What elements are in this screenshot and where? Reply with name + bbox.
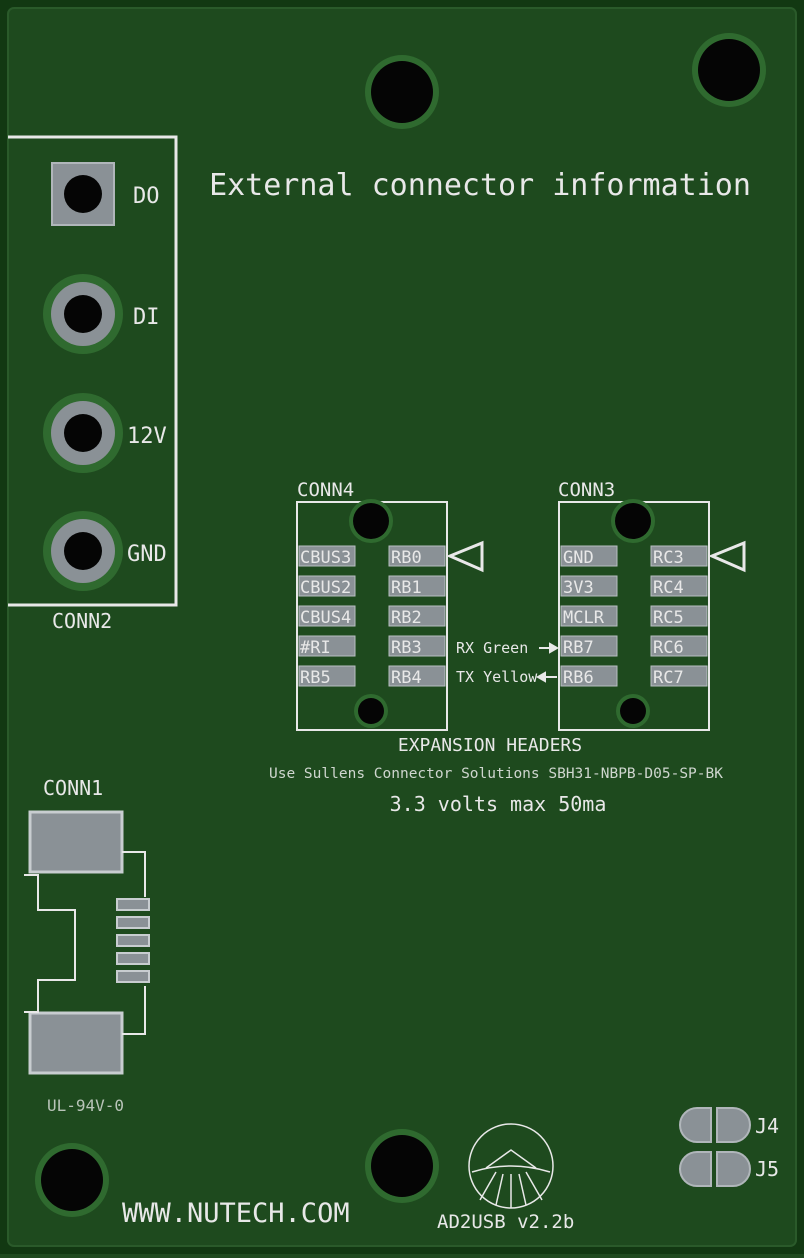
conn4-pin-label: CBUS3 (300, 548, 351, 568)
jumper-j5 (679, 1151, 751, 1187)
conn1-outline (24, 874, 76, 1013)
conn2-pin-label: GND (127, 542, 167, 567)
conn3-pin-label: RB6 (563, 668, 594, 688)
mounting-holes (35, 33, 766, 1217)
board-name: AD2USB v2.2b (437, 1211, 574, 1233)
conn3-pin-label: RC3 (653, 548, 684, 568)
conn4-pin-label: CBUS4 (300, 608, 351, 628)
conn3-label: CONN3 (558, 479, 615, 501)
rx-label: RX Green (456, 639, 528, 657)
conn3-pin-label: 3V3 (563, 578, 594, 598)
conn3-pin-label: RC5 (653, 608, 684, 628)
board-title: External connector information (209, 168, 751, 203)
conn4-pin-label: RB4 (391, 668, 422, 688)
conn3-pin1-marker (708, 540, 746, 573)
conn2-outline (8, 135, 178, 607)
conn4-pin-label: #RI (300, 638, 331, 658)
expansion-part-note: Use Sullens Connector Solutions SBH31-NB… (269, 766, 723, 782)
conn2-label: CONN2 (52, 609, 112, 633)
conn3-pin-label: RC7 (653, 668, 684, 688)
tx-label: TX Yellow (456, 668, 538, 686)
jumper-j4 (679, 1107, 751, 1143)
conn4-pin-label: RB5 (300, 668, 331, 688)
conn4-pin-label: RB3 (391, 638, 422, 658)
conn3-pin-label: MCLR (563, 608, 605, 628)
website-label: WWW.NUTECH.COM (122, 1198, 350, 1229)
conn4-label: CONN4 (297, 479, 354, 501)
conn3-pin-label: GND (563, 548, 594, 568)
company-logo (468, 1123, 554, 1209)
conn2-pin-label: DO (133, 184, 160, 209)
conn4-pin1-marker (446, 540, 484, 573)
board-outline (7, 7, 797, 1247)
conn4-pin-label: RB1 (391, 578, 422, 598)
jumper-label: J4 (755, 1114, 779, 1138)
conn1-shield-pad (28, 1011, 124, 1075)
conn1-shield-pad (28, 810, 124, 874)
conn2-pin-label: 12V (127, 424, 167, 449)
conn4-pin-label: RB0 (391, 548, 422, 568)
conn4-pin-label: RB2 (391, 608, 422, 628)
material-label: UL-94V-0 (47, 1096, 124, 1115)
conn3-pin-label: RB7 (563, 638, 594, 658)
conn3-pin-label: RC6 (653, 638, 684, 658)
conn2-pin-label: DI (133, 305, 160, 330)
jumper-label: J5 (755, 1157, 779, 1181)
conn4-pads (298, 545, 446, 687)
conn3-pads (560, 545, 708, 687)
expansion-heading: EXPANSION HEADERS (398, 735, 582, 756)
expansion-power-note: 3.3 volts max 50ma (390, 792, 607, 816)
conn1-label: CONN1 (43, 776, 103, 800)
conn1-signal-pads (116, 898, 150, 983)
signal-arrows (535, 642, 560, 683)
conn4-pin-label: CBUS2 (300, 578, 351, 598)
conn3-pin-label: RC4 (653, 578, 684, 598)
conn2-pads (43, 162, 123, 591)
